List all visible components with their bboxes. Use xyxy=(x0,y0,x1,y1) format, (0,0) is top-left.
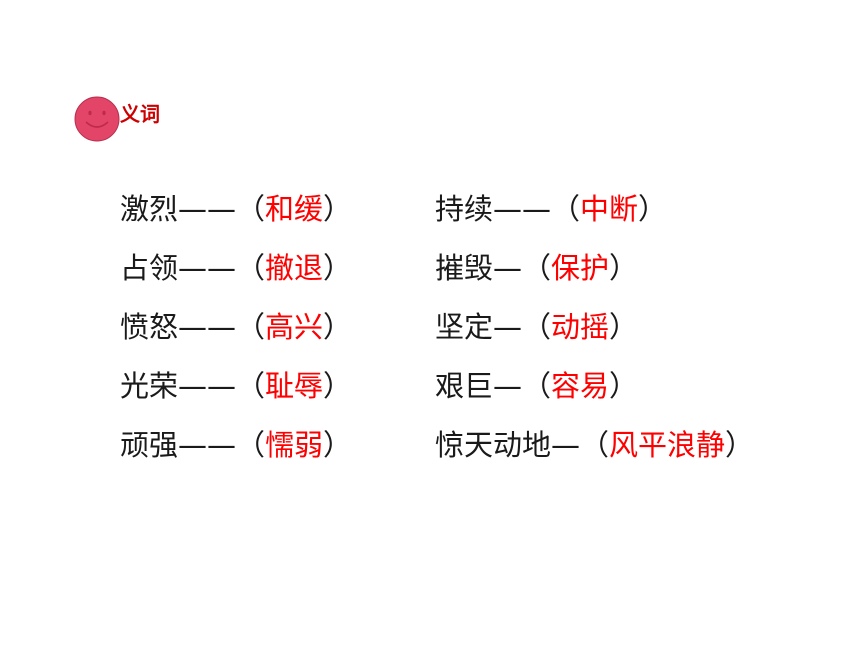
dash: —— xyxy=(178,251,237,285)
word-pair: 激烈——（和缓） xyxy=(120,192,353,226)
left-word-pairs: 激烈——（和缓） 占领——（撤退） 愤怒——（高兴） 光荣——（耻辱） 顽强——… xyxy=(120,185,352,480)
antonym-answer: 和缓 xyxy=(265,192,324,226)
word: 愤怒 xyxy=(120,310,179,344)
word: 艰巨 xyxy=(435,369,494,403)
antonym-answer: 中断 xyxy=(580,192,639,226)
word: 顽强 xyxy=(120,428,179,462)
antonym-answer: 动摇 xyxy=(551,310,610,344)
word: 持续 xyxy=(435,192,494,226)
antonym-answer: 撤退 xyxy=(265,251,324,285)
dash: — xyxy=(493,369,523,403)
word-pair: 占领——（撤退） xyxy=(120,251,353,285)
word: 激烈 xyxy=(120,192,179,226)
antonym-answer: 耻辱 xyxy=(265,369,324,403)
antonym-answer: 风平浪静 xyxy=(609,428,726,462)
dash: —— xyxy=(178,310,237,344)
word: 坚定 xyxy=(435,310,494,344)
antonym-answer: 容易 xyxy=(551,369,610,403)
word: 惊天动地 xyxy=(435,428,552,462)
dash: —— xyxy=(178,428,237,462)
word-pair: 摧毁—（保护） xyxy=(435,251,639,285)
smiley-face-icon xyxy=(74,96,120,142)
dash: —— xyxy=(178,192,237,226)
word-pair: 艰巨—（容易） xyxy=(435,369,639,403)
word: 光荣 xyxy=(120,369,179,403)
word-pair: 坚定—（动摇） xyxy=(435,310,639,344)
word-pair: 惊天动地—（风平浪静） xyxy=(435,428,755,462)
antonym-answer: 保护 xyxy=(551,251,610,285)
word: 占领 xyxy=(120,251,179,285)
section-heading: 义词 xyxy=(120,102,160,126)
dash: — xyxy=(493,251,523,285)
dash: —— xyxy=(493,192,552,226)
word-pair: 顽强——（懦弱） xyxy=(120,428,353,462)
right-word-pairs: 持续——（中断） 摧毁—（保护） 坚定—（动摇） 艰巨—（容易） 惊天动地—（风… xyxy=(435,185,754,480)
dash: — xyxy=(551,428,581,462)
word-pair: 愤怒——（高兴） xyxy=(120,310,353,344)
dash: — xyxy=(493,310,523,344)
word-pair: 光荣——（耻辱） xyxy=(120,369,353,403)
antonym-answer: 高兴 xyxy=(265,310,324,344)
word: 摧毁 xyxy=(435,251,494,285)
word-pair: 持续——（中断） xyxy=(435,192,668,226)
antonym-answer: 懦弱 xyxy=(265,428,324,462)
dash: —— xyxy=(178,369,237,403)
